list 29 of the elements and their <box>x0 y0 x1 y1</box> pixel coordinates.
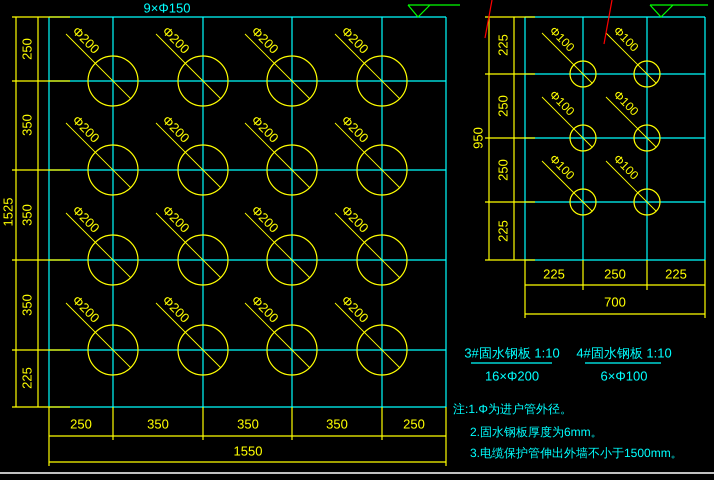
dimension-text: 1525 <box>2 198 14 226</box>
plate-spec: 16×Φ200 <box>484 370 540 382</box>
dimension-text: 250 <box>496 159 510 181</box>
dimension-text: 225 <box>496 220 510 242</box>
dimension-text: 250 <box>403 418 425 430</box>
note-text: 3.电缆保护管伸出外墙不小于1500mm。 <box>470 447 683 459</box>
dimension-text: 350 <box>20 204 34 226</box>
note-text: 注:1.Φ为进户管外径。 <box>453 403 572 415</box>
dimension-text: 700 <box>604 296 626 308</box>
dimension-text: 350 <box>237 418 259 430</box>
dimension-text: 225 <box>665 268 687 280</box>
dimension-text: 1550 <box>234 444 262 458</box>
dimension-text: 350 <box>326 418 348 430</box>
note-text: 2.固水钢板厚度为6mm。 <box>470 426 603 438</box>
dimension-text: 250 <box>496 95 510 117</box>
dimension-text: 250 <box>604 268 626 280</box>
dimension-text: 225 <box>496 34 510 56</box>
dimension-text: 250 <box>20 38 34 60</box>
plate-title: 4#固水钢板 1:10 <box>576 346 672 360</box>
dimension-text: 350 <box>147 418 169 430</box>
dimension-text: 350 <box>20 114 34 136</box>
dimension-text: 250 <box>70 418 92 430</box>
dimension-text: 9×Φ150 <box>144 2 190 14</box>
dimension-text: 225 <box>20 367 34 389</box>
dimension-text: 350 <box>20 294 34 316</box>
dimension-text: 950 <box>472 127 484 149</box>
plate-title: 3#固水钢板 1:10 <box>464 346 560 360</box>
plate-spec: 6×Φ100 <box>600 370 648 382</box>
dimension-text: 225 <box>543 268 565 280</box>
